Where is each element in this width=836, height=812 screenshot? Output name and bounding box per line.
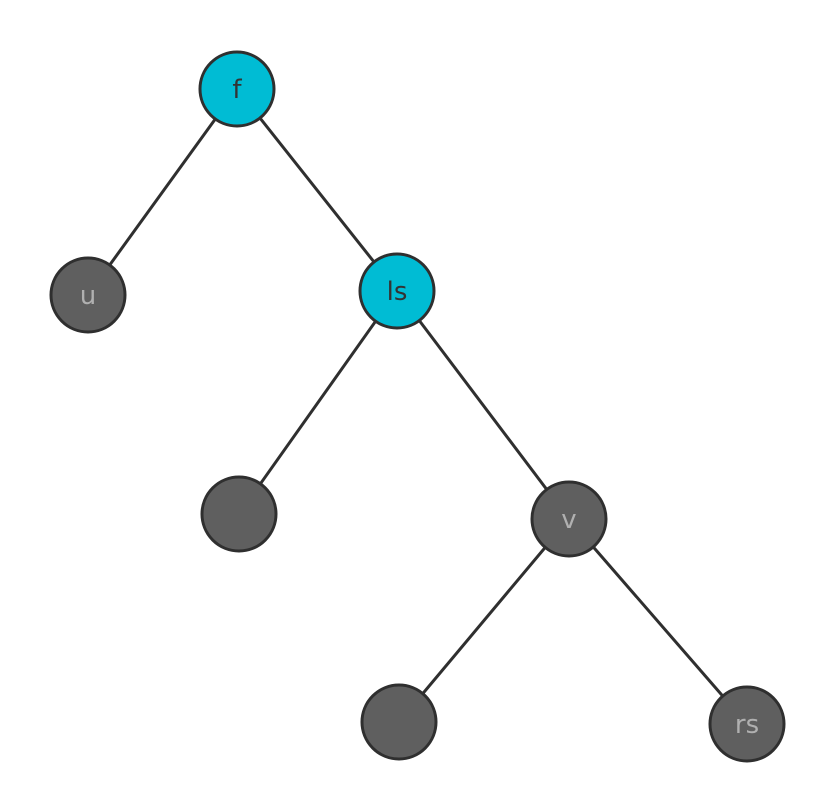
tree-node-f: f xyxy=(198,50,276,128)
tree-node-empty-5 xyxy=(360,683,438,761)
edge-f-ls xyxy=(235,88,399,292)
edge-ls-v xyxy=(395,290,571,520)
edge-v-rs xyxy=(567,518,749,725)
tree-node-empty-3 xyxy=(200,475,278,553)
node-label: f xyxy=(232,75,242,105)
node-circle xyxy=(358,252,436,330)
node-circle xyxy=(708,685,786,763)
tree-node-v: v xyxy=(530,480,608,558)
tree-node-u: u xyxy=(49,256,127,334)
node-label: v xyxy=(561,505,576,535)
edges-layer xyxy=(86,88,749,725)
nodes-layer: f u ls v rs xyxy=(49,50,786,763)
edge-ls-e1 xyxy=(237,290,399,515)
edge-v-e2 xyxy=(397,518,571,723)
node-circle xyxy=(200,475,278,553)
node-label: u xyxy=(80,281,96,311)
node-label: rs xyxy=(735,710,759,740)
edge-f-u xyxy=(86,88,239,296)
node-circle xyxy=(49,256,127,334)
tree-node-rs: rs xyxy=(708,685,786,763)
node-circle xyxy=(198,50,276,128)
node-circle xyxy=(530,480,608,558)
tree-node-ls: ls xyxy=(358,252,436,330)
node-circle xyxy=(360,683,438,761)
node-label: ls xyxy=(387,277,408,307)
